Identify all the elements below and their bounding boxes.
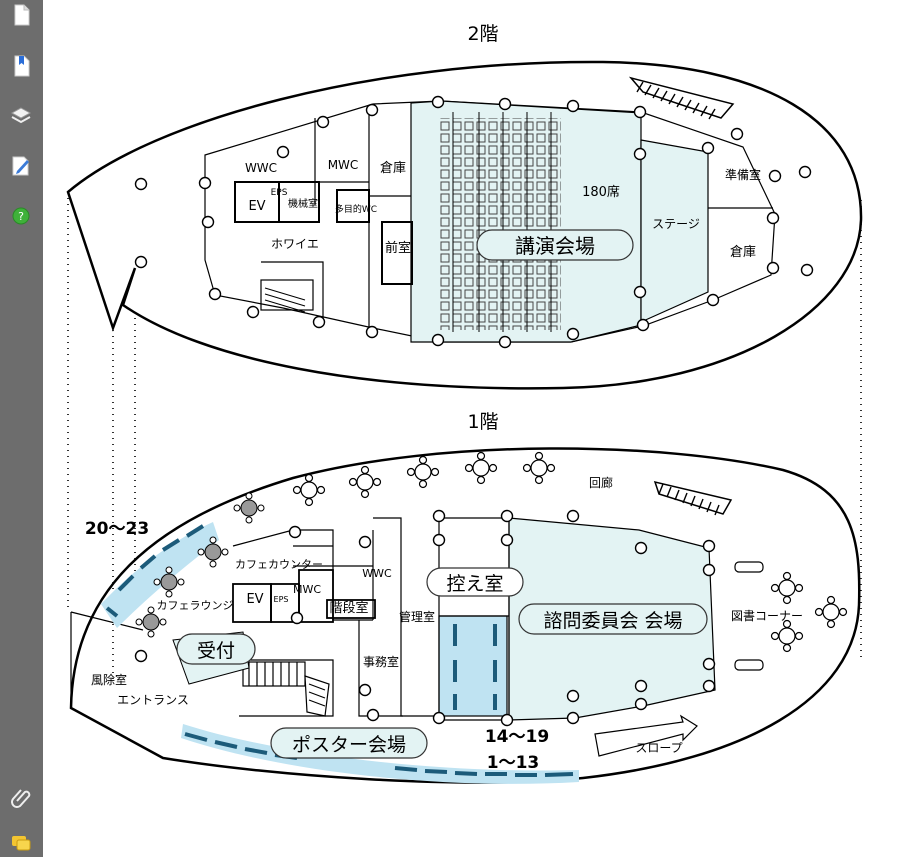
- floor1-stairs: [242, 661, 330, 717]
- label-booth-20-23: 20～23: [85, 519, 149, 539]
- stage-area: [640, 139, 709, 323]
- help-icon[interactable]: ?: [8, 203, 34, 229]
- label-office: 事務室: [363, 654, 399, 669]
- label-1f-ev: EV: [246, 592, 263, 607]
- label-2f-hall: ホワイエ: [271, 237, 319, 251]
- slope-arrow: [594, 714, 698, 757]
- label-1f-eps: EPS: [274, 595, 289, 604]
- seating-grid: [439, 118, 561, 330]
- label-library-corner: 図書コーナー: [731, 609, 803, 623]
- label-stairs: 階段室: [329, 600, 368, 616]
- bookmarks-icon[interactable]: [8, 53, 34, 79]
- label-cafe-counter: カフェカウンター: [235, 558, 323, 571]
- attachments-icon[interactable]: [8, 785, 34, 811]
- label-windbreak: 風除室: [91, 672, 127, 687]
- floor2-title: 2階: [467, 23, 498, 45]
- floor2-staircase: [628, 76, 735, 120]
- label-management: 管理室: [399, 609, 435, 624]
- label-slope: スロープ: [635, 741, 682, 755]
- label-2f-prep-room: 準備室: [725, 167, 761, 182]
- label-2f-wwc: WWC: [245, 161, 277, 175]
- floor2-plan: 2階: [66, 23, 863, 390]
- label-1f-wwc: WWC: [362, 567, 392, 580]
- label-2f-storage2: 倉庫: [730, 245, 756, 260]
- booth-area-20-23: [101, 522, 219, 628]
- label-2f-seats: 180席: [582, 184, 620, 200]
- booth-area-1-13: [181, 724, 579, 784]
- council-hall-pill: [518, 603, 708, 635]
- svg-text:?: ?: [18, 210, 24, 223]
- cafe-tables: [135, 492, 265, 638]
- corridor-tables: [292, 451, 848, 671]
- floor2-columns: [134, 95, 814, 349]
- label-poster-hall: ポスター会場: [292, 734, 406, 756]
- label-2f-front-room: 前室: [385, 240, 411, 256]
- label-2f-mwc: MWC: [328, 158, 359, 172]
- label-2f-storage: 倉庫: [380, 161, 406, 176]
- label-cafe-lounge: カフェラウンジ: [157, 599, 234, 612]
- reception-pill: [176, 633, 256, 665]
- label-2f-stage: ステージ: [652, 217, 700, 231]
- label-waiting-room: 控え室: [446, 573, 503, 595]
- label-2f-ev: EV: [248, 199, 265, 214]
- waiting-room-pill: [426, 567, 524, 597]
- floor1-corridor-stairs: [653, 480, 733, 516]
- label-council-hall: 諮問委員会 会場: [543, 610, 682, 632]
- lecture-hall-pill: [476, 229, 634, 261]
- label-corridor: 回廊: [589, 475, 613, 490]
- floor1-columns: [134, 509, 716, 727]
- floor1-title: 1階: [467, 411, 498, 433]
- pages-icon[interactable]: [8, 2, 34, 28]
- poster-hall-pill: [270, 727, 428, 759]
- label-1f-mwc: MWC: [293, 583, 321, 596]
- signature-icon[interactable]: [8, 153, 34, 179]
- label-2f-machine-room: 機械室: [288, 197, 318, 210]
- comments-icon[interactable]: [8, 830, 34, 856]
- tool-sidebar: ?: [0, 0, 43, 857]
- label-2f-multipurpose-wc: 多目的WC: [335, 203, 377, 215]
- label-reception: 受付: [197, 640, 235, 662]
- label-booth-14-19: 14～19: [485, 727, 549, 747]
- label-entrance: エントランス: [117, 693, 189, 707]
- label-booth-1-13: 1～13: [487, 753, 540, 773]
- booth-markers: [105, 524, 574, 777]
- floor-plan-map: 2階: [66, 23, 863, 784]
- label-2f-eps: EPS: [271, 188, 288, 198]
- alignment-guides: [67, 198, 862, 680]
- label-lecture-hall: 講演会場: [515, 234, 595, 258]
- layers-icon[interactable]: [8, 103, 34, 129]
- floor2-outline: [66, 60, 863, 390]
- floor1-plan: 1階: [69, 411, 861, 784]
